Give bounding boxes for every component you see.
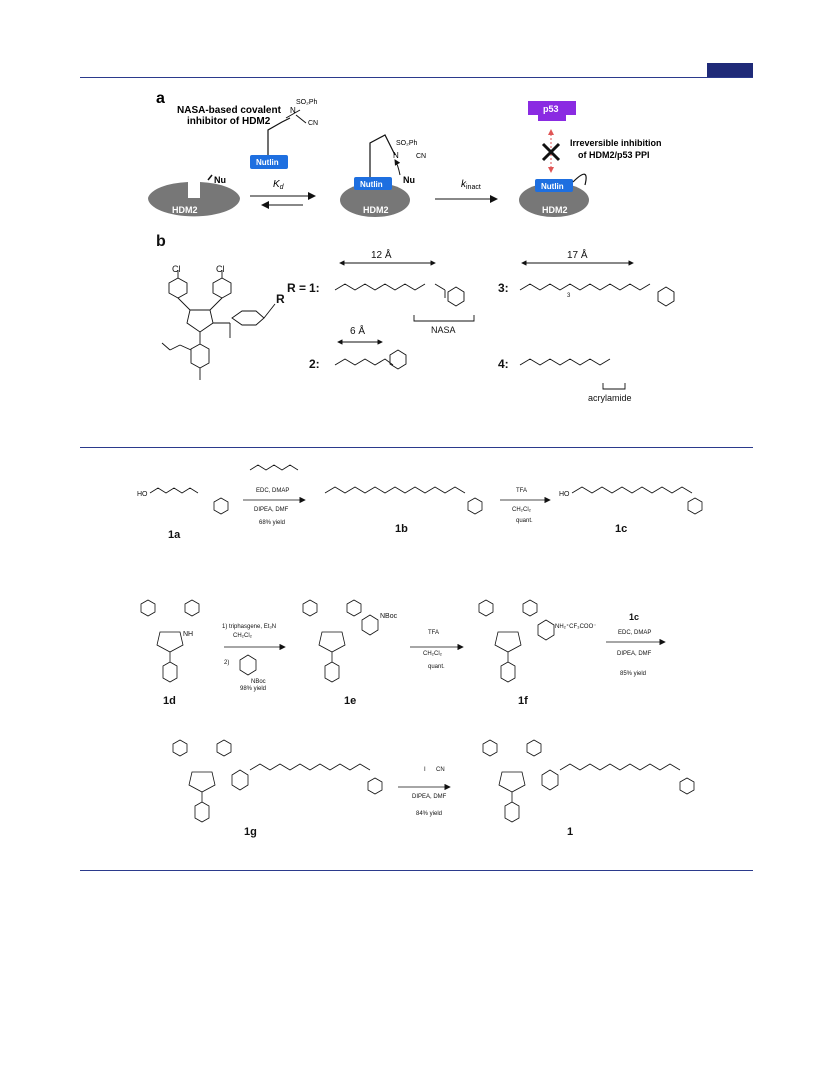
- svg-text:1a: 1a: [168, 529, 181, 541]
- r-group-label: R: [276, 292, 285, 306]
- svg-text:HO: HO: [137, 491, 148, 498]
- svg-text:NBoc: NBoc: [380, 613, 398, 620]
- panel-b-label: b: [156, 233, 166, 250]
- svg-text:CN: CN: [436, 767, 445, 773]
- hdm2-bound: HDM2 Nutlin N SO₂Ph CN Nu: [340, 134, 426, 217]
- svg-text:Cl: Cl: [216, 264, 225, 274]
- figure-divider: [80, 447, 753, 448]
- svg-text:CH₂Cl₂: CH₂Cl₂: [233, 633, 253, 639]
- svg-text:EDC, DMAP: EDC, DMAP: [256, 488, 289, 494]
- header-tab: [707, 63, 753, 77]
- distance-17: 17 Å: [567, 248, 588, 261]
- svg-text:I: I: [424, 767, 426, 773]
- kinact-arrow: kinact: [435, 179, 498, 203]
- hdm2-covalent: HDM2 Nutlin p53 Irreversible inhibition …: [519, 101, 662, 217]
- svg-text:quant.: quant.: [428, 664, 445, 670]
- r-equals: R =: [287, 281, 306, 295]
- nutlin-label-free: Nutlin: [256, 158, 279, 167]
- irrev-line2: of HDM2/p53 PPI: [578, 150, 650, 160]
- svg-text:HO: HO: [559, 491, 570, 498]
- compound-1e: NBoc 1e: [302, 599, 398, 707]
- panel-b: b Cl Cl R R = 1: 12 Å: [156, 233, 675, 403]
- irrev-line1: Irreversible inhibition: [570, 138, 662, 148]
- svg-text:HDM2: HDM2: [363, 205, 389, 215]
- panel-a: a NASA-based covalent inhibitor of HDM2 …: [148, 90, 662, 217]
- svg-text:1f: 1f: [518, 695, 528, 707]
- svg-text:1c: 1c: [615, 523, 627, 535]
- svg-text:Nutlin: Nutlin: [360, 180, 383, 189]
- svg-text:N: N: [290, 106, 296, 115]
- p53-label: p53: [543, 104, 559, 114]
- compound-1a: HO 1a: [137, 487, 229, 541]
- svg-text:NBoc: NBoc: [251, 679, 266, 685]
- hdm2-label-free: HDM2: [172, 205, 198, 215]
- svg-text:NH₂⁺CF₃COO⁻: NH₂⁺CF₃COO⁻: [555, 623, 596, 630]
- nu-label-free: Nu: [214, 175, 226, 185]
- compound-1-label: 1:: [309, 281, 320, 295]
- svg-text:HDM2: HDM2: [542, 205, 568, 215]
- svg-text:quant.: quant.: [516, 518, 533, 524]
- svg-text:3: 3: [567, 293, 571, 299]
- svg-text:Nutlin: Nutlin: [541, 182, 564, 191]
- svg-text:Cl: Cl: [172, 264, 181, 274]
- svg-text:1d: 1d: [163, 695, 176, 707]
- svg-text:1: 1: [567, 826, 573, 838]
- svg-text:CN: CN: [308, 120, 318, 127]
- compound-1: 1: [482, 739, 695, 838]
- equilibrium-arrows: Kd: [250, 179, 316, 209]
- distance-6: 6 Å: [350, 324, 365, 337]
- svg-text:DIPEA, DMF: DIPEA, DMF: [254, 507, 289, 513]
- svg-text:1e: 1e: [344, 695, 356, 707]
- compound-1g: 1g: [172, 739, 383, 838]
- svg-text:2): 2): [224, 660, 229, 666]
- svg-text:84% yield: 84% yield: [416, 811, 442, 817]
- svg-text:CH₂Cl₂: CH₂Cl₂: [423, 651, 443, 657]
- kd-label: Kd: [273, 179, 285, 191]
- bottom-rule: [80, 870, 753, 871]
- svg-text:68% yield: 68% yield: [259, 520, 285, 526]
- nasa-label: NASA: [431, 325, 456, 335]
- svg-text:NH: NH: [183, 631, 193, 638]
- svg-text:N: N: [393, 151, 399, 160]
- top-rule: [80, 77, 753, 78]
- svg-text:TFA: TFA: [516, 488, 527, 494]
- distance-12: 12 Å: [371, 248, 392, 261]
- svg-text:1b: 1b: [395, 523, 408, 535]
- compound-3-label: 3:: [498, 281, 509, 295]
- svg-text:TFA: TFA: [428, 630, 439, 636]
- panel-a-label: a: [156, 90, 165, 107]
- svg-text:1c: 1c: [629, 612, 639, 622]
- svg-text:85% yield: 85% yield: [620, 671, 646, 677]
- nutlin-free: N SO₂Ph CN Nutlin: [250, 99, 318, 169]
- svg-text:CN: CN: [416, 153, 426, 160]
- panel-a-title-line1: NASA-based covalent: [177, 105, 282, 116]
- synthesis-scheme: HO 1a EDC, DMAP DIPEA, DMF 68% yield 1b …: [137, 464, 703, 838]
- svg-text:DIPEA, DMF: DIPEA, DMF: [412, 794, 447, 800]
- svg-text:CH₂Cl₂: CH₂Cl₂: [512, 507, 532, 513]
- svg-text:Nu: Nu: [403, 175, 415, 185]
- nutlin-core-structure: [161, 270, 276, 380]
- svg-text:SO₂Ph: SO₂Ph: [396, 140, 418, 147]
- hdm2-free: HDM2 Nu: [148, 174, 240, 217]
- acrylamide-label: acrylamide: [588, 393, 632, 403]
- compound-2-label: 2:: [309, 357, 320, 371]
- kinact-label: kinact: [461, 179, 481, 191]
- compound-1b: 1b: [324, 486, 483, 535]
- svg-text:SO₂Ph: SO₂Ph: [296, 99, 318, 106]
- svg-text:1g: 1g: [244, 826, 257, 838]
- svg-text:98% yield: 98% yield: [240, 686, 266, 692]
- svg-text:1) triphasgene, Et₃N: 1) triphasgene, Et₃N: [222, 624, 276, 630]
- compound-1c: HO 1c: [559, 486, 703, 535]
- svg-text:EDC, DMAP: EDC, DMAP: [618, 630, 651, 636]
- panel-a-title-line2: inhibitor of HDM2: [187, 116, 271, 127]
- compound-4-label: 4:: [498, 357, 509, 371]
- compound-1d: NH 1d: [140, 599, 200, 707]
- svg-text:DIPEA, DMF: DIPEA, DMF: [617, 651, 652, 657]
- compound-1f: NH₂⁺CF₃COO⁻ 1f: [478, 599, 596, 707]
